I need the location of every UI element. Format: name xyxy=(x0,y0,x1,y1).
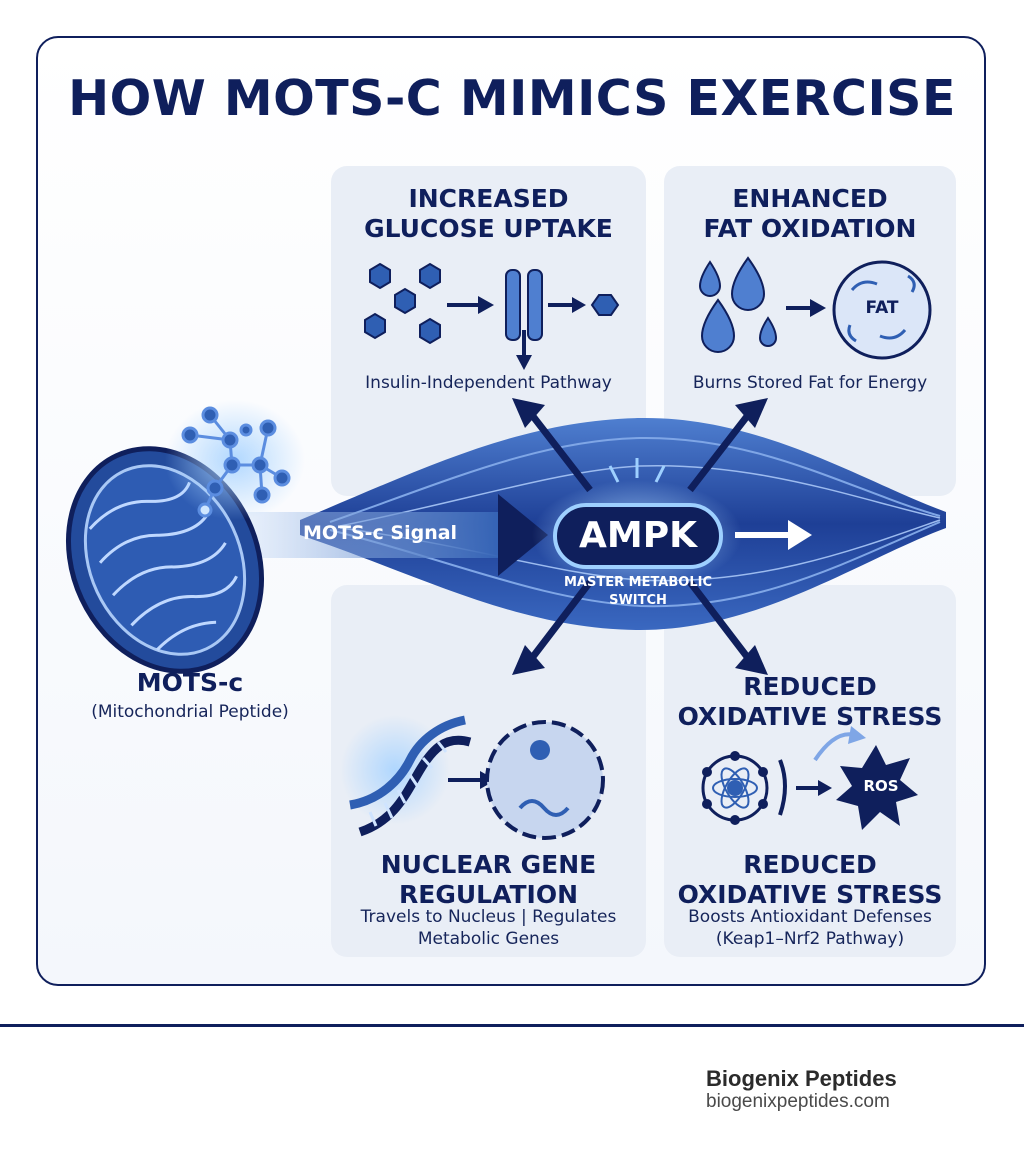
fat-cell-icon xyxy=(698,256,932,360)
fat-caption: Burns Stored Fat for Energy xyxy=(692,373,928,393)
gene-title-line1: NUCLEAR GENE xyxy=(380,850,597,879)
fat-icon-text: FAT xyxy=(865,298,899,318)
ampk-subtitle-line1: MASTER METABOLIC xyxy=(563,575,712,590)
dna-nucleus-icon xyxy=(340,715,605,840)
oxidative-caption-line2: (Keap1–Nrf2 Pathway) xyxy=(715,929,905,949)
ampk-subtitle-line2: SWITCH xyxy=(609,593,667,608)
oxidative-header-line2: OXIDATIVE STRESS xyxy=(677,702,943,731)
glucose-title-line2: GLUCOSE UPTAKE xyxy=(364,214,613,243)
footer-url: biogenixpeptides.com xyxy=(706,1091,890,1112)
oxidative-caption-line1: Boosts Antioxidant Defenses xyxy=(688,907,932,927)
molecule-icon xyxy=(165,400,305,520)
ampk-label: AMPK xyxy=(579,515,697,556)
ampk-subtitle: MASTER METABOLIC SWITCH xyxy=(535,574,741,610)
oxidative-title-line1: REDUCED xyxy=(743,850,877,879)
glucose-transporter-icon xyxy=(364,262,620,370)
gene-caption: Travels to Nucleus | Regulates Metabolic… xyxy=(331,906,646,950)
signal-label: MOTS-c Signal xyxy=(302,522,458,544)
source-description: (Mitochondrial Peptide) xyxy=(91,702,289,722)
fat-title: ENHANCED FAT OXIDATION xyxy=(664,184,956,244)
fat-title-line1: ENHANCED xyxy=(732,184,888,213)
ampk-node xyxy=(553,503,723,569)
panel-oxidative xyxy=(664,585,956,957)
gene-title-line2: REGULATION xyxy=(398,880,579,909)
antioxidant-ros-icon xyxy=(701,726,918,830)
pathway-arrows xyxy=(512,398,768,675)
oxidative-title-line2: OXIDATIVE STRESS xyxy=(677,880,943,909)
oxidative-caption: Boosts Antioxidant Defenses (Keap1–Nrf2 … xyxy=(664,906,956,950)
glucose-title-line1: INCREASED xyxy=(408,184,569,213)
page-title: HOW MOTS-C MIMICS EXERCISE xyxy=(68,70,956,127)
footer-brand: Biogenix Peptides xyxy=(706,1066,897,1091)
footer-divider xyxy=(0,1024,1024,1027)
glucose-title: INCREASED GLUCOSE UPTAKE xyxy=(331,184,646,244)
source-name: MOTS-c xyxy=(136,668,244,697)
ros-icon-text: ROS xyxy=(863,777,899,795)
oxidative-header: REDUCED OXIDATIVE STRESS xyxy=(664,672,956,732)
gene-title: NUCLEAR GENE REGULATION xyxy=(331,850,646,910)
fat-title-line2: FAT OXIDATION xyxy=(703,214,917,243)
gene-caption-line1: Travels to Nucleus | Regulates xyxy=(360,907,617,927)
signal-arrowhead xyxy=(498,494,548,576)
glucose-caption: Insulin-Independent Pathway xyxy=(365,373,612,393)
oxidative-title: REDUCED OXIDATIVE STRESS xyxy=(664,850,956,910)
oxidative-header-line1: REDUCED xyxy=(743,672,877,701)
gene-caption-line2: Metabolic Genes xyxy=(417,929,560,949)
